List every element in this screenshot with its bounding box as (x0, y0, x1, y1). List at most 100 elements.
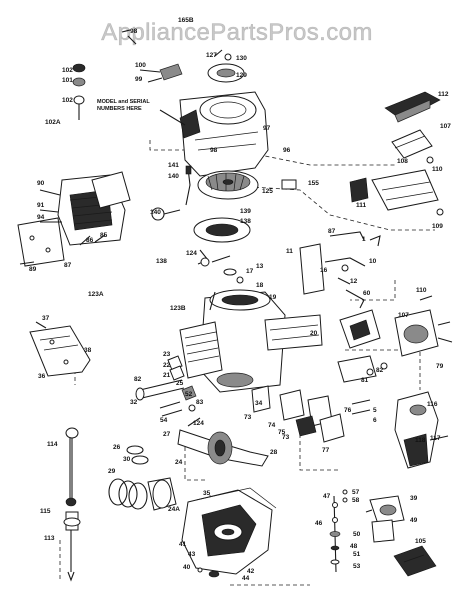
part-number-label: 6 (373, 417, 377, 424)
part-number-label: 83 (196, 399, 204, 406)
air-cleaner-assembly (349, 91, 444, 216)
screw-hardware (121, 29, 183, 83)
part-number-label: 165B (178, 17, 194, 24)
part-number-label: 99 (135, 76, 143, 83)
part-number-label: 123B (170, 305, 186, 312)
part-number-label: 102 (62, 67, 73, 74)
part-number-label: 87 (64, 262, 72, 269)
engine-block-part (179, 289, 323, 393)
part-number-label: 124 (193, 420, 204, 427)
part-number-label: 27 (163, 431, 171, 438)
parts-bag-part (393, 545, 437, 577)
part-number-label: 110 (432, 166, 443, 173)
governor-linkage-parts (223, 231, 381, 295)
part-number-label: 98 (210, 147, 218, 154)
part-number-label: 75 (278, 429, 286, 436)
engine-base-part (181, 487, 277, 578)
part-number-label: 113 (44, 535, 55, 542)
part-number-label: 28 (270, 449, 278, 456)
part-number-label: 90 (37, 180, 45, 187)
part-number-label: 140 (150, 209, 161, 216)
part-number-label: 42 (247, 568, 255, 575)
dipstick-part (63, 427, 81, 582)
part-number-label: 74 (268, 422, 276, 429)
part-number-label: 115 (40, 508, 51, 515)
part-number-label: 79 (436, 363, 444, 370)
part-number-label: 43 (188, 551, 196, 558)
fuel-pump-part (365, 495, 405, 543)
part-number-label: 19 (269, 294, 277, 301)
part-number-label: 117 (430, 435, 441, 442)
part-number-label: 5 (373, 407, 377, 414)
part-number-label: 47 (323, 493, 331, 500)
part-number-label: 127 (206, 52, 217, 59)
part-number-label: 13 (256, 263, 264, 270)
watermark-text: AppliancePartsPros.com (101, 19, 373, 46)
part-number-label: 118 (415, 437, 426, 444)
part-number-label: 49 (410, 517, 418, 524)
part-number-label: 53 (353, 563, 361, 570)
part-number-label: 23 (163, 351, 171, 358)
part-number-label: 138 (240, 218, 251, 225)
part-number-label: 17 (246, 268, 254, 275)
part-number-label: 73 (244, 414, 252, 421)
part-number-label: 12 (350, 278, 358, 285)
primer-bulb-part (72, 63, 86, 120)
ignition-wire-part (151, 165, 192, 221)
fuel-fitting-parts (329, 489, 348, 573)
part-number-label: 11 (286, 248, 293, 255)
cylinder-head-assembly (17, 171, 131, 267)
part-number-label: 1 (362, 236, 366, 243)
part-number-label: 105 (415, 538, 426, 545)
model-note-leader (159, 109, 186, 126)
model-serial-note-line1: MODEL and SERIAL (97, 99, 150, 105)
part-number-label: 37 (42, 315, 50, 322)
part-number-label: 125 (262, 188, 273, 195)
part-number-label: 96 (283, 147, 291, 154)
part-number-label: 155 (308, 180, 319, 187)
carburetor-assembly (337, 289, 453, 383)
part-number-label: 51 (353, 551, 361, 558)
part-number-label: 46 (315, 520, 323, 527)
part-number-label: 20 (310, 330, 318, 337)
part-number-label: 87 (328, 228, 336, 235)
valve-train-parts (135, 355, 197, 417)
model-serial-note-line2: NUMBERS HERE (97, 106, 142, 112)
part-number-label: 39 (410, 495, 418, 502)
part-number-label: 107 (440, 123, 451, 130)
part-number-label: 129 (236, 72, 247, 79)
part-number-label: 124 (186, 250, 197, 257)
part-number-label: 73 (282, 434, 290, 441)
starter-cup-part (207, 49, 245, 83)
part-number-label: 98 (130, 28, 138, 35)
part-number-label: 34 (255, 400, 263, 407)
crankshaft-part (177, 417, 269, 467)
part-number-label: 54 (160, 417, 168, 424)
part-number-label: 139 (240, 208, 251, 215)
muffler-part (394, 391, 449, 469)
part-number-label: 52 (185, 391, 193, 398)
flywheel-part (197, 170, 297, 200)
part-number-label: 82 (376, 367, 384, 374)
part-number-label: 18 (256, 282, 264, 289)
part-number-label: 114 (47, 441, 58, 448)
part-number-label: 36 (38, 373, 46, 380)
part-number-label: 24 (175, 459, 183, 466)
part-number-label: 16 (320, 267, 328, 274)
part-number-label: 48 (350, 543, 358, 550)
piston-ring-parts (108, 445, 177, 511)
part-number-label: 24A (168, 506, 180, 513)
part-number-label: 77 (322, 447, 330, 454)
part-number-label: 85 (100, 232, 108, 239)
connecting-rod-parts (251, 385, 371, 443)
part-number-label: 138 (156, 258, 167, 265)
part-number-label: 41 (179, 541, 187, 548)
part-number-label: 38 (84, 347, 92, 354)
part-number-label: 81 (361, 377, 369, 384)
part-number-label: 35 (203, 490, 211, 497)
part-number-label: 58 (352, 497, 360, 504)
part-number-label: 29 (108, 468, 116, 475)
part-number-label: 57 (352, 489, 360, 496)
